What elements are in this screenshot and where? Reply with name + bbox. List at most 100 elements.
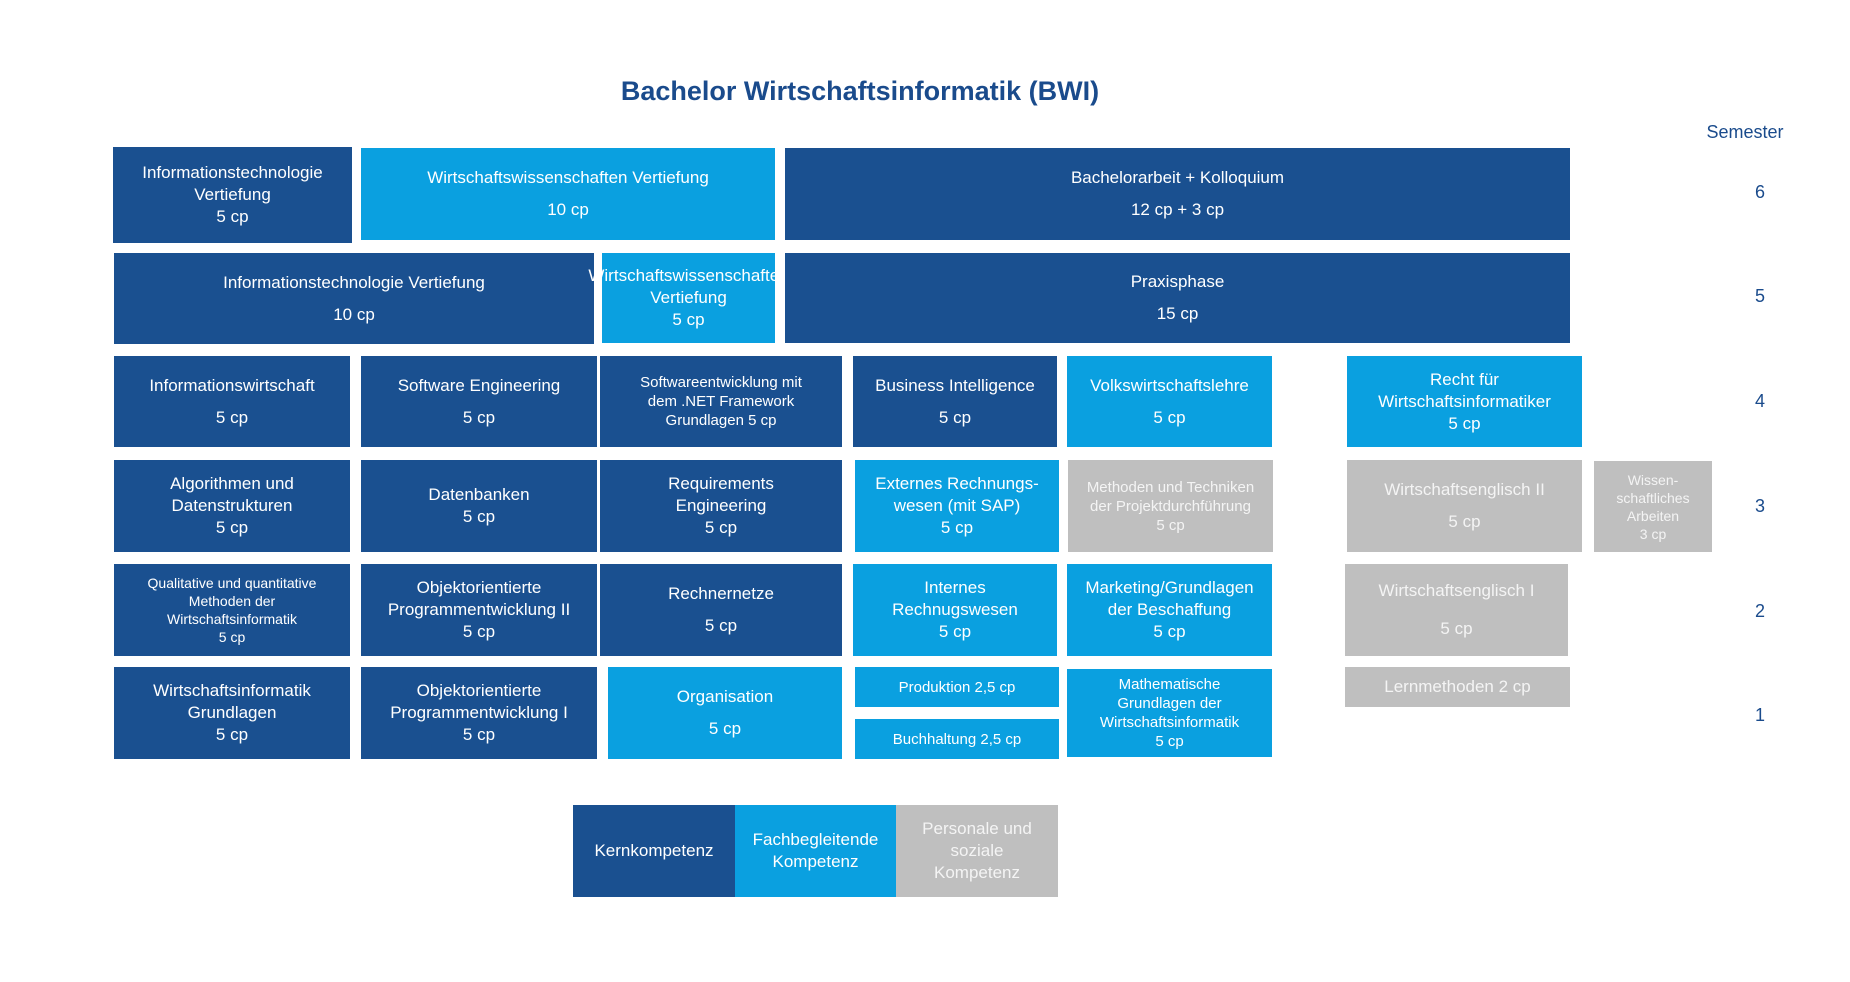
module-qualitative-quantitative-methoden: Qualitative und quantitative Methoden de… — [114, 564, 350, 656]
module-credits: 10 cp — [547, 200, 589, 219]
module-credits: 5 cp — [462, 725, 496, 744]
module-title: Informationswirtschaft — [149, 375, 315, 395]
module-title: Softwareentwicklung mit — [640, 374, 802, 391]
module-title: Methoden der — [188, 593, 276, 609]
module-title: Organisation — [676, 687, 774, 706]
module-credits: 5 cp — [672, 310, 705, 329]
module-credits: 5 cp — [462, 407, 496, 427]
module-title: Informationstechnologie Vertiefung — [223, 272, 485, 292]
module-praxisphase: Praxisphase 15 cp — [785, 253, 1570, 343]
module-credits: 5 cp — [1156, 516, 1185, 534]
module-credits: 5 cp — [215, 725, 249, 744]
module-title: Objektorientierte — [416, 578, 542, 597]
legend-label: Kompetenz — [934, 863, 1020, 882]
module-credits: 5 cp — [218, 629, 246, 645]
module-title: der Beschaffung — [1107, 600, 1232, 619]
module-title: Marketing/Grundlagen — [1085, 578, 1254, 597]
module-title: Produktion 2,5 cp — [898, 678, 1016, 696]
module-title: Wirtschaftswissenschaften Vertiefung — [427, 168, 709, 187]
module-title: Wirtschaftsinformatiker — [1378, 391, 1551, 411]
legend-label: Personale und soziale — [922, 819, 1032, 860]
module-title: Wirtschaftsinformatik — [167, 611, 297, 627]
module-title: Wirtschaftswissenschaften — [588, 266, 789, 285]
module-credits: 12 cp + 3 cp — [1130, 200, 1225, 219]
module-credits: 5 cp — [704, 616, 738, 635]
module-title: Volkswirtschaftslehre — [1090, 375, 1249, 395]
module-software-engineering: Software Engineering 5 cp — [361, 356, 597, 447]
module-wi-grundlagen: Wirtschaftsinformatik Grundlagen 5 cp — [114, 667, 350, 759]
module-credits: 5 cp — [1440, 619, 1473, 638]
module-title: Algorithmen und — [170, 474, 294, 493]
module-title: wesen (mit SAP) — [893, 496, 1021, 515]
module-title: Rechnernetze — [668, 584, 774, 603]
module-title: Objektorientierte — [416, 681, 542, 700]
diagram-title: Bachelor Wirtschaftsinformatik (BWI) — [620, 76, 1100, 106]
module-credits: 5 cp — [938, 407, 972, 427]
module-title: Informationstechnologie — [142, 163, 323, 182]
semester-number-4: 4 — [1754, 391, 1765, 411]
module-produktion: Produktion 2,5 cp — [855, 667, 1059, 707]
module-title: Business Intelligence — [875, 375, 1035, 395]
semester-number-5: 5 — [1754, 286, 1765, 306]
legend-fachbegleitende-kompetenz: Fachbegleitende Kompetenz — [735, 805, 896, 897]
module-it-vertiefung-s6: Informationstechnologie Vertiefung 5 cp — [113, 147, 352, 243]
module-title: Grundlagen — [187, 703, 277, 722]
module-title: Wirtschaftsinformatik — [1099, 714, 1240, 731]
module-wissenschaftliches-arbeiten: Wissen- schaftliches Arbeiten 3 cp — [1594, 461, 1712, 552]
module-informationswirtschaft: Informationswirtschaft 5 cp — [114, 356, 350, 447]
module-credits: 5 cp — [462, 622, 496, 641]
module-buchhaltung: Buchhaltung 2,5 cp — [855, 719, 1059, 759]
module-bachelorarbeit: Bachelorarbeit + Kolloquium 12 cp + 3 cp — [785, 148, 1570, 240]
module-credits: 3 cp — [1639, 525, 1667, 542]
module-credits: 5 cp — [938, 622, 972, 641]
semester-number-2: 2 — [1754, 601, 1765, 621]
module-title: der Projektdurchführung — [1090, 497, 1251, 515]
module-it-vertiefung-s5: Informationstechnologie Vertiefung 10 cp — [114, 253, 594, 344]
module-credits: 5 cp — [1448, 413, 1481, 433]
module-title: Methoden und Techniken — [1086, 478, 1255, 496]
module-title: Wissen- — [1627, 471, 1679, 488]
module-title: Engineering — [675, 496, 767, 515]
module-credits: 5 cp — [704, 518, 738, 537]
module-datenbanken: Datenbanken 5 cp — [361, 460, 597, 552]
module-credits: 5 cp — [216, 207, 249, 226]
module-algorithmen: Algorithmen und Datenstrukturen 5 cp — [114, 460, 350, 552]
module-credits: 5 cp — [1153, 622, 1186, 641]
module-title: Buchhaltung 2,5 cp — [892, 730, 1022, 748]
module-lernmethoden: Lernmethoden 2 cp — [1345, 667, 1570, 707]
module-credits: 15 cp — [1156, 304, 1199, 323]
module-title: Grundlagen der — [1117, 695, 1222, 712]
semester-number-1: 1 — [1754, 705, 1765, 725]
module-title: Programmentwicklung II — [387, 600, 571, 619]
module-ww-vertiefung-s5: Wirtschaftswissenschaften Vertiefung 5 c… — [588, 253, 789, 343]
module-credits: 5 cp — [215, 407, 249, 427]
semester-number-3: 3 — [1754, 496, 1765, 516]
module-recht: Recht für Wirtschaftsinformatiker 5 cp — [1347, 356, 1582, 447]
module-projektdurchfuehrung: Methoden und Techniken der Projektdurchf… — [1068, 460, 1273, 552]
module-title: Recht für — [1430, 369, 1499, 389]
module-credits: 5 cp — [215, 518, 249, 537]
module-title: Lernmethoden 2 cp — [1384, 677, 1531, 696]
module-wirtschaftsenglisch-1: Wirtschaftsenglisch I 5 cp — [1345, 564, 1568, 656]
module-title: Requirements — [668, 474, 774, 493]
module-ww-vertiefung-s6: Wirtschaftswissenschaften Vertiefung 10 … — [361, 148, 775, 240]
module-credits: 5 cp — [1448, 512, 1481, 531]
module-title: Programmentwicklung I — [390, 703, 568, 722]
module-title: Praxisphase — [1130, 272, 1225, 291]
module-title: Wirtschaftsenglisch I — [1378, 581, 1535, 600]
module-oop-1: Objektorientierte Programmentwicklung I … — [361, 667, 597, 759]
legend-personale-soziale-kompetenz: Personale und soziale Kompetenz — [896, 805, 1058, 897]
module-title: Wirtschaftsinformatik — [153, 681, 311, 700]
module-credits: Grundlagen 5 cp — [665, 412, 777, 429]
module-rechnernetze: Rechnernetze 5 cp — [600, 564, 842, 656]
module-mathematische-grundlagen: Mathematische Grundlagen der Wirtschafts… — [1067, 669, 1272, 757]
module-title: Wirtschaftsenglisch II — [1384, 480, 1545, 499]
module-marketing: Marketing/Grundlagen der Beschaffung 5 c… — [1067, 564, 1272, 656]
module-title: Vertiefung — [650, 288, 727, 307]
module-title: Datenbanken — [428, 485, 530, 504]
module-credits: 5 cp — [940, 518, 974, 537]
module-credits: 5 cp — [1153, 407, 1186, 427]
module-title: Mathematische — [1118, 676, 1221, 693]
module-wirtschaftsenglisch-2: Wirtschaftsenglisch II 5 cp — [1347, 460, 1582, 552]
module-title: Vertiefung — [194, 185, 271, 204]
